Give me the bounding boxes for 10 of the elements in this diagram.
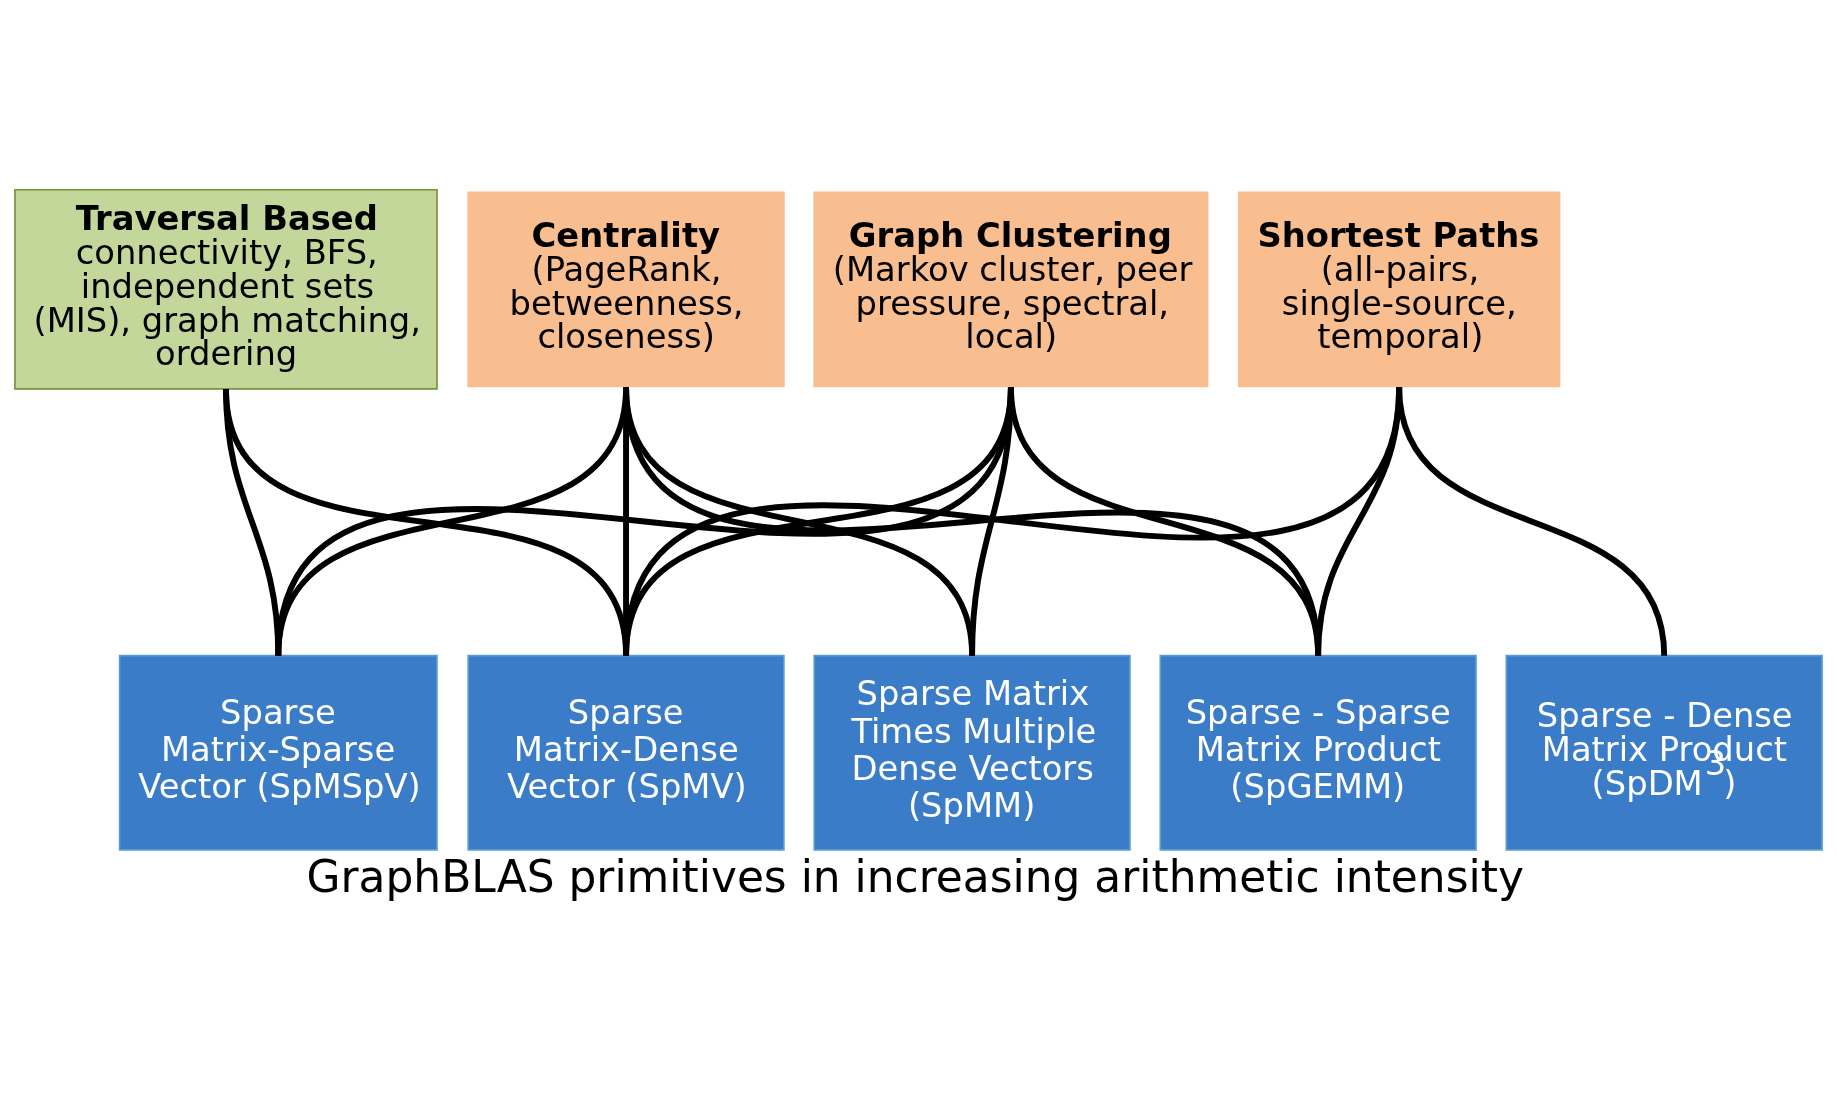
node-box: Traversal Based connectivity, BFS, independent sets (MIS), graph matching, ordering	[14, 188, 438, 390]
node-box: Shortest Paths (all-pairs, single-source, temporal)	[1237, 190, 1561, 387]
node-box: Sparse Matrix-Dense Vector (SpMV)	[467, 654, 785, 851]
node-box: Sparse Matrix Times Multiple Dense Vectors (SpMM)	[813, 654, 1131, 851]
caption: GraphBLAS primitives in increasing arithmetic intensity	[306, 850, 1524, 902]
node-box: Centrality (PageRank, betweenness, closeness)	[467, 190, 785, 387]
node-box: Sparse Matrix-Sparse Vector (SpMSpV)	[118, 654, 438, 851]
node-box: Sparse - Sparse Matrix Product (SpGEMM)	[1159, 654, 1477, 851]
node-box: Graph Clustering (Markov cluster, peer pressure, spectral, local)	[813, 190, 1209, 387]
connector	[1396, 386, 1668, 656]
